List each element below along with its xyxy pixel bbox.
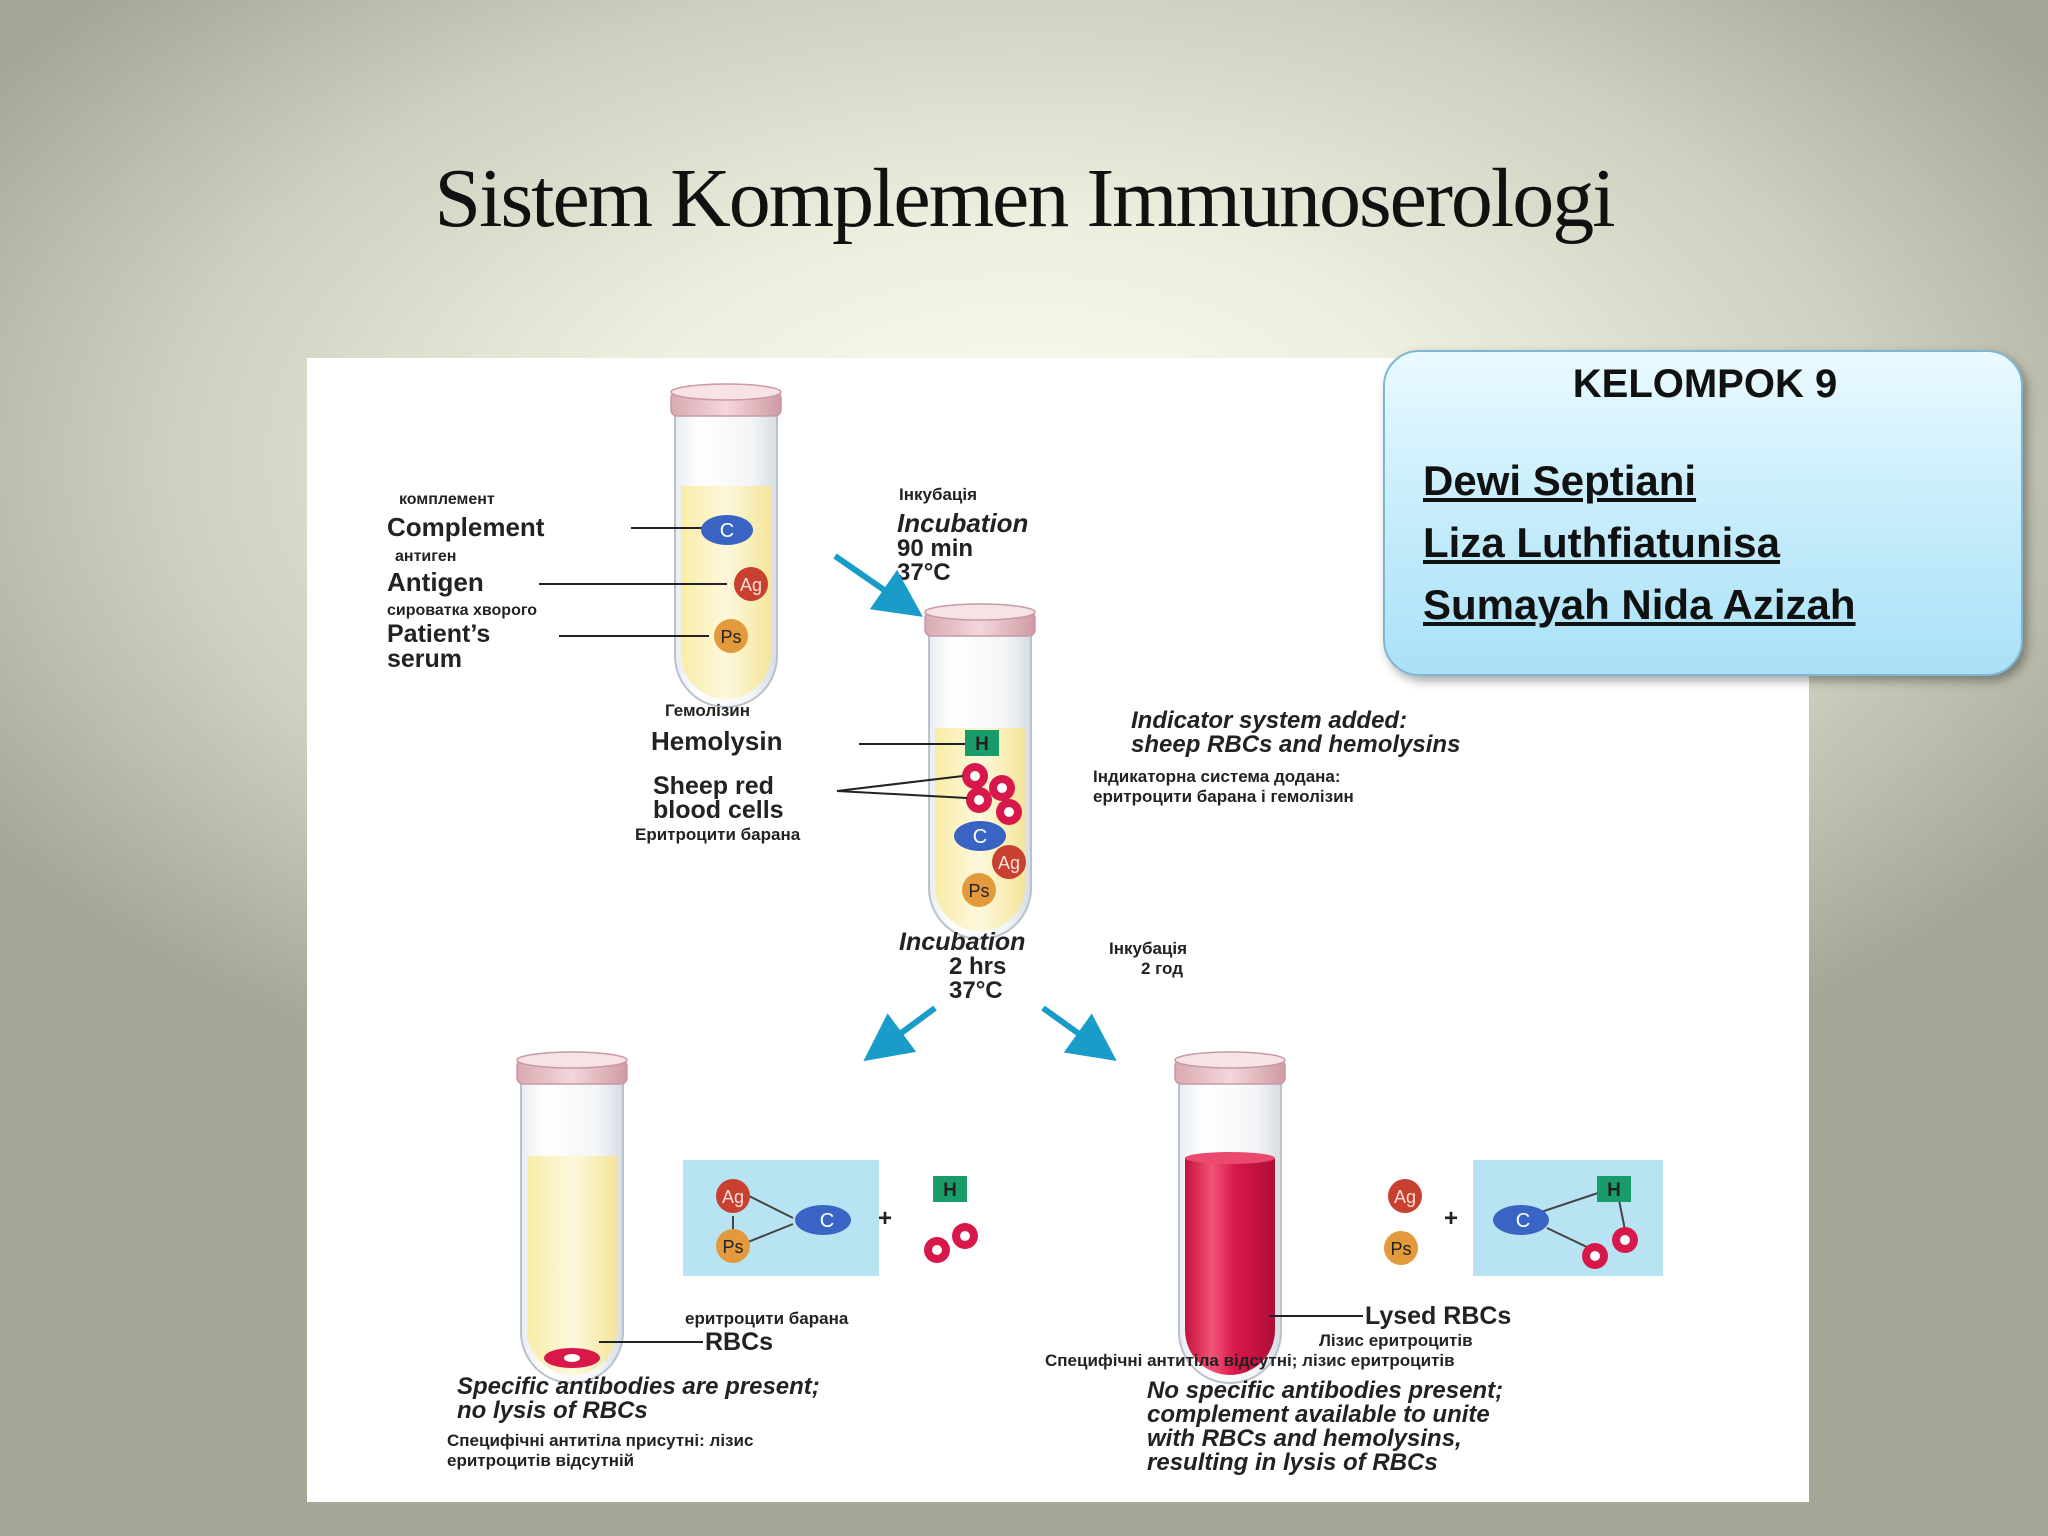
left-result-labels: еритроцити барана RBCs Specific antibodi… [447, 1309, 849, 1470]
svg-text:No specific antibodies present: No specific antibodies present; [1147, 1377, 1503, 1404]
complement-marker: C [701, 515, 753, 545]
slide-title: Sistem Komplemen Immunoserologi [434, 152, 1615, 245]
svg-text:сироватка хворого: сироватка хворого [387, 602, 537, 619]
svg-text:Incubation: Incubation [899, 928, 1025, 956]
diagram-svg: комплемент Complement антиген Antigen си… [387, 383, 1663, 1476]
svg-text:Специфічні антитіла присутні:: Специфічні антитіла присутні: лізис [447, 1431, 753, 1450]
member-list: Dewi Septiani Liza Luthfiatunisa Sumayah… [1423, 450, 1856, 636]
svg-text:no lysis of RBCs: no lysis of RBCs [457, 1397, 648, 1424]
tube-right-result [1174, 1051, 1286, 1384]
tube-2-labels: Гемолізин Hemolysin Sheep red blood cell… [635, 701, 1460, 844]
svg-text:комплемент: комплемент [399, 491, 495, 508]
svg-text:37°C: 37°C [949, 977, 1003, 1004]
svg-text:Sheep red: Sheep red [653, 772, 774, 800]
svg-text:Ps: Ps [720, 627, 741, 647]
right-complex-panel: C H [1473, 1160, 1663, 1276]
svg-text:Incubation: Incubation [897, 508, 1028, 538]
svg-text:blood cells: blood cells [653, 796, 784, 824]
svg-text:90 min: 90 min [897, 535, 973, 562]
tube-2-contents: H C Ag Ps [954, 730, 1026, 907]
svg-text:Hemolysin: Hemolysin [651, 726, 783, 756]
svg-text:with RBCs and hemolysins,: with RBCs and hemolysins, [1147, 1425, 1462, 1452]
svg-text:еритроцитів відсутній: еритроцитів відсутній [447, 1451, 634, 1470]
svg-text:2 год: 2 год [1141, 959, 1183, 978]
svg-text:C: C [1516, 1210, 1530, 1232]
svg-text:еритроцити барана: еритроцити барана [685, 1309, 849, 1328]
tube-1-labels: комплемент Complement антиген Antigen си… [387, 491, 768, 673]
svg-text:2 hrs: 2 hrs [949, 953, 1006, 980]
svg-text:H: H [943, 1180, 957, 1201]
svg-text:Antigen: Antigen [387, 567, 484, 597]
svg-text:C: C [820, 1210, 834, 1232]
svg-text:антиген: антиген [395, 548, 456, 565]
svg-text:serum: serum [387, 645, 462, 673]
left-complex-panel: Ag Ps C [683, 1160, 879, 1276]
svg-text:Ps: Ps [968, 881, 989, 901]
member-name: Dewi Septiani [1423, 457, 1697, 504]
svg-text:resulting in lysis of RBCs: resulting in lysis of RBCs [1147, 1449, 1438, 1476]
hemolysin-marker-free [933, 1176, 967, 1202]
antigen-marker: Ag [734, 567, 768, 601]
svg-text:Ag: Ag [722, 1187, 744, 1207]
svg-text:37°C: 37°C [897, 559, 951, 586]
serum-marker: Ps [714, 619, 748, 653]
svg-text:Інкубація: Інкубація [1109, 939, 1187, 958]
hemolysin-marker [965, 730, 999, 756]
svg-text:H: H [1607, 1180, 1621, 1201]
member-name: Sumayah Nida Azizah [1423, 581, 1856, 628]
svg-text:Ag: Ag [1394, 1187, 1416, 1207]
svg-text:RBCs: RBCs [705, 1328, 773, 1356]
svg-text:Ps: Ps [1390, 1239, 1411, 1259]
group-card: KELOMPOK 9 Dewi Septiani Liza Luthfiatun… [1383, 350, 2023, 676]
svg-text:C: C [720, 520, 734, 542]
tube-1 [670, 383, 782, 708]
svg-text:Ag: Ag [740, 575, 762, 595]
svg-text:Еритроцити барана: Еритроцити барана [635, 825, 801, 844]
svg-text:Ps: Ps [722, 1237, 743, 1257]
svg-text:complement available to unite: complement available to unite [1147, 1401, 1490, 1428]
svg-text:Гемолізин: Гемолізин [665, 701, 750, 720]
incubation-2: Incubation 2 hrs 37°C Інкубація 2 год [863, 928, 1187, 1062]
right-free-components: Ag Ps + [1384, 1179, 1458, 1265]
svg-text:Complement: Complement [387, 512, 545, 542]
svg-text:H: H [975, 734, 989, 755]
member-name: Liza Luthfiatunisa [1423, 519, 1780, 566]
svg-text:+: + [878, 1205, 892, 1232]
tube-left-result [516, 1051, 628, 1384]
svg-text:+: + [1444, 1205, 1458, 1232]
svg-text:Інкубація: Інкубація [899, 485, 977, 504]
left-free-components: + H [878, 1176, 978, 1263]
group-title: KELOMPOK 9 [1572, 362, 1838, 406]
incubation-1: Інкубація Incubation 90 min 37°C [833, 485, 1028, 617]
svg-text:C: C [973, 826, 987, 848]
sheep-rbc-cluster [962, 763, 1022, 825]
svg-text:sheep RBCs and hemolysins: sheep RBCs and hemolysins [1131, 731, 1460, 758]
svg-text:Ag: Ag [998, 853, 1020, 873]
svg-text:Специфічні антитіла відсутні;: Специфічні антитіла відсутні; лізис ерит… [1045, 1351, 1455, 1370]
svg-text:Specific antibodies are presen: Specific antibodies are present; [457, 1373, 820, 1400]
svg-text:Індикаторна система додана:: Індикаторна система додана: [1093, 767, 1341, 786]
svg-text:еритроцити барана і гемолізин: еритроцити барана і гемолізин [1093, 787, 1354, 806]
right-result-labels: Lysed RBCs Лізис еритроцитів Специфічні … [1045, 1302, 1511, 1476]
svg-text:Lysed RBCs: Lysed RBCs [1365, 1302, 1511, 1330]
svg-text:Лізис еритроцитів: Лізис еритроцитів [1319, 1331, 1473, 1350]
svg-text:Patient’s: Patient’s [387, 620, 490, 648]
svg-text:Indicator system added:: Indicator system added: [1131, 707, 1407, 734]
